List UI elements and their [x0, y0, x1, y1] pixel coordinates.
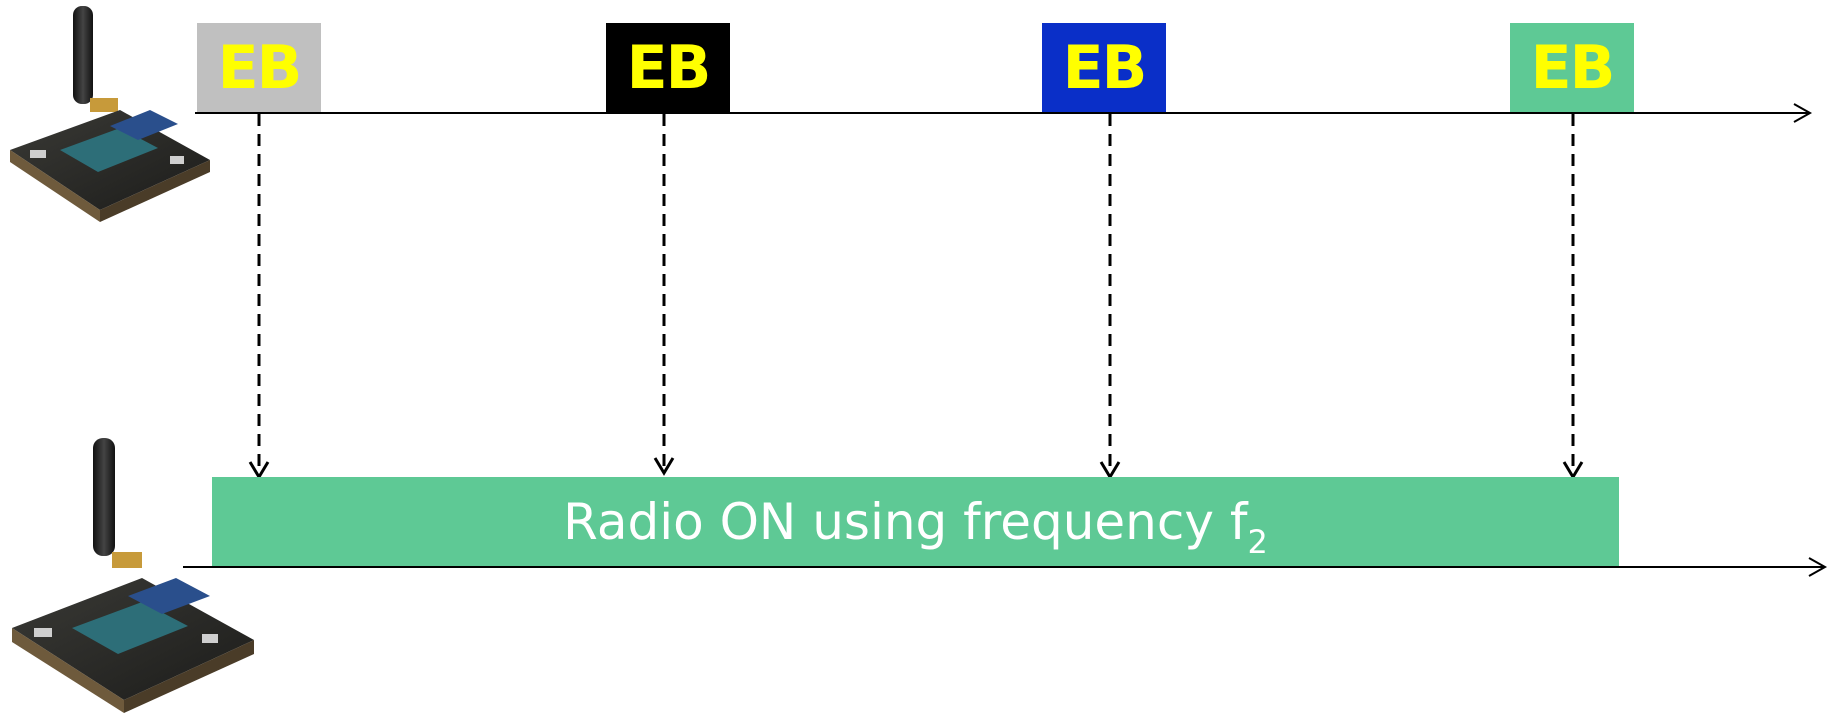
- eb-arrow-4: [1562, 114, 1584, 480]
- bottom-timeline: [183, 557, 1828, 577]
- eb-label: EB: [1530, 32, 1616, 103]
- radio-on-label: Radio ON using frequency f2: [563, 497, 1268, 558]
- eb-arrow-3: [1099, 114, 1121, 480]
- eb-beacon-4: EB: [1510, 23, 1634, 112]
- radio-mote-icon: [12, 438, 254, 713]
- radio-on-bar: Radio ON using frequency f2: [212, 477, 1619, 566]
- eb-arrow-1: [248, 114, 270, 480]
- eb-beacon-3: EB: [1042, 23, 1166, 112]
- eb-beacon-2: EB: [606, 23, 730, 112]
- top-timeline: [195, 103, 1813, 123]
- timeline-arrowhead: [1793, 103, 1813, 123]
- eb-arrow-2: [653, 114, 675, 476]
- frequency-subscript: 2: [1247, 522, 1268, 561]
- eb-label: EB: [626, 32, 712, 103]
- radio-mote-icon: [10, 6, 210, 222]
- eb-label: EB: [217, 32, 303, 103]
- eb-reception-arrows: [248, 114, 1584, 480]
- eb-beacon-1: EB: [197, 23, 321, 112]
- eb-label: EB: [1062, 32, 1148, 103]
- timeline-arrowhead: [1808, 557, 1828, 577]
- radio-on-text: Radio ON using frequency f: [563, 492, 1248, 551]
